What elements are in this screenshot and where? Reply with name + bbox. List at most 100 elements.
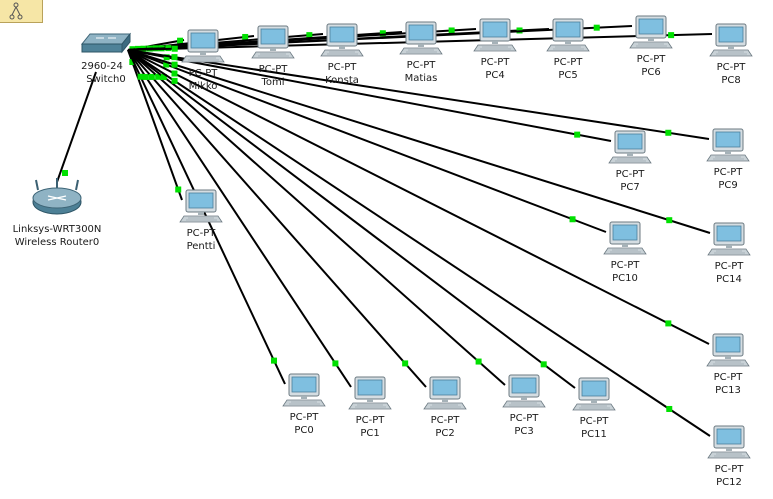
pc-tomi[interactable] [251,25,295,59]
wireless-router-device[interactable] [32,178,82,215]
pc-mikko[interactable] [181,29,225,63]
pc-pc8[interactable] [709,23,753,57]
link-light [379,30,386,37]
link-pentti [127,49,183,201]
pc-pc5[interactable] [546,18,590,52]
pc-type-label: PC-PT [611,260,641,271]
logical-workspace-icon[interactable] [0,0,43,23]
link-pc9 [127,49,710,140]
pc-pc10[interactable] [603,221,647,255]
pc-type-label: PC-PT [714,372,744,383]
link-light [163,61,170,68]
pc-name-label: PC13 [715,385,741,396]
link-light [574,131,581,138]
pc-name-label: PC8 [721,75,740,86]
pc-name-label: PC2 [435,428,454,439]
pc-type-label: PC-PT [616,169,646,180]
pc-icon [251,25,295,59]
link-pc11 [127,49,576,389]
pc-pc4[interactable] [473,18,517,52]
pc-konsta[interactable] [320,23,364,57]
link-light [402,360,409,367]
link-light [271,357,278,364]
pc-name-label: PC1 [360,428,379,439]
link-pc12 [127,49,711,437]
pc-name-label: PC14 [716,274,742,285]
pc-type-label: PC-PT [328,62,358,73]
pc-name-label: PC10 [612,273,638,284]
link-light [665,129,672,136]
pc-icon [502,374,546,408]
pc-type-label: PC-PT [580,416,610,427]
switch-model-label: 2960-24 [81,61,123,72]
pc-name-label: Mikko [189,81,218,92]
pc-icon [706,128,750,162]
pc-pc6[interactable] [629,15,673,49]
link-pc13 [127,49,710,345]
pc-pc11[interactable] [572,377,616,411]
pc-name-label: PC5 [558,70,577,81]
link-light [475,358,482,365]
link-light [569,216,576,223]
link-pc3 [127,49,506,386]
pc-name-label: Pentti [187,241,216,252]
pc-icon [181,29,225,63]
pc-type-label: PC-PT [290,412,320,423]
link-light [160,74,167,81]
link-pc10 [127,49,607,233]
link-light [171,54,178,61]
pc-icon [629,15,673,49]
pc-pc7[interactable] [608,130,652,164]
router-name-label: Wireless Router0 [15,237,100,248]
pc-name-label: Matias [405,73,438,84]
router-model-label: Linksys-WRT300N [13,224,102,235]
pc-pc0[interactable] [282,373,326,407]
link-light [175,186,182,193]
pc-type-label: PC-PT [481,57,511,68]
pc-type-label: PC-PT [714,167,744,178]
link-light [62,170,68,176]
pc-pc14[interactable] [707,222,751,256]
link-light [665,320,672,327]
pc-pc12[interactable] [707,425,751,459]
link-pc2 [127,49,427,388]
pc-pc13[interactable] [706,333,750,367]
pc-name-label: PC3 [514,426,533,437]
pc-icon [399,21,443,55]
pc-icon [282,373,326,407]
pc-name-label: PC12 [716,477,742,488]
pc-matias[interactable] [399,21,443,55]
pc-icon [706,333,750,367]
link-pc1 [127,49,352,388]
link-light [666,217,673,224]
switch-device[interactable] [80,32,132,54]
pc-type-label: PC-PT [431,415,461,426]
switch-name-label: Switch0 [86,74,125,85]
pc-pc1[interactable] [348,376,392,410]
link-light [448,27,455,34]
pc-type-label: PC-PT [554,57,584,68]
pc-icon [546,18,590,52]
pc-type-label: PC-PT [510,413,540,424]
link-light [148,73,155,80]
pc-type-label: PC-PT [189,68,219,79]
pc-pc3[interactable] [502,374,546,408]
pc-pc2[interactable] [423,376,467,410]
link-light [306,32,313,39]
pc-name-label: Konsta [325,75,359,86]
pc-pc9[interactable] [706,128,750,162]
link-light [155,73,162,80]
pc-icon [473,18,517,52]
link-pc7 [127,49,612,142]
link-light [171,77,178,84]
pc-name-label: PC11 [581,429,607,440]
pc-icon [572,377,616,411]
pc-type-label: PC-PT [187,228,217,239]
pc-name-label: PC9 [718,180,737,191]
pc-type-label: PC-PT [259,64,289,75]
pc-type-label: PC-PT [637,54,667,65]
link-light [163,54,170,61]
link-pc14 [127,49,711,234]
pc-pentti[interactable] [179,189,223,223]
